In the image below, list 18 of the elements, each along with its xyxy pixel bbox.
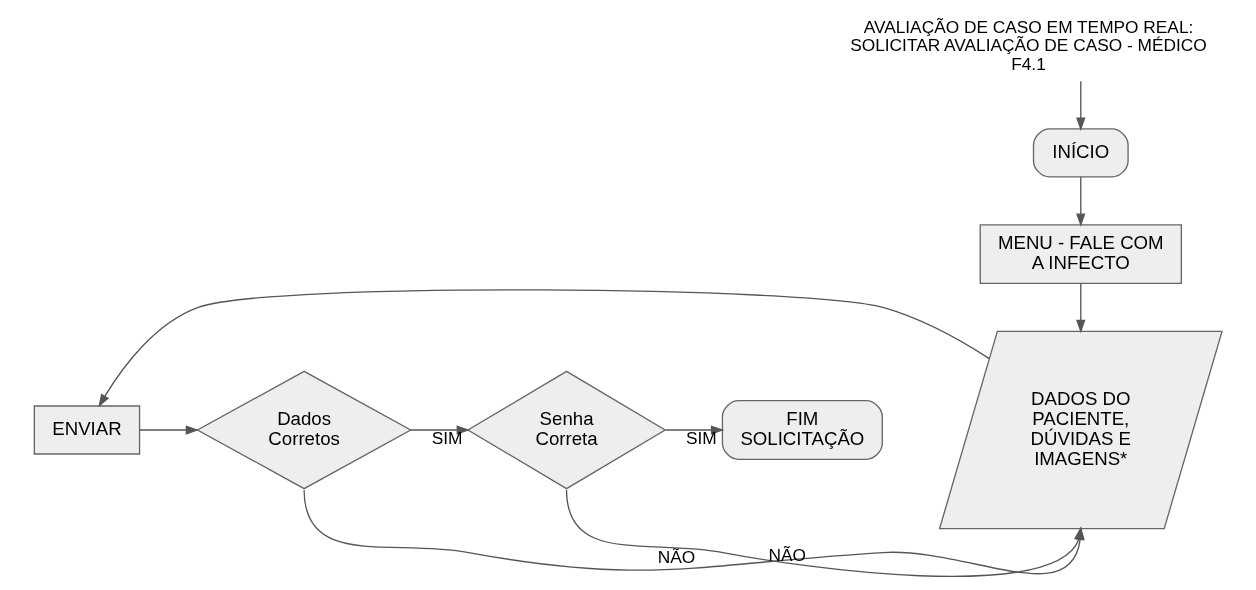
arrow: [664, 425, 725, 435]
edge-label: SIM: [431, 427, 463, 448]
arrow: [410, 425, 470, 435]
node-box: FIM SOLICITAÇÃO: [721, 400, 883, 460]
arrow: [1076, 80, 1086, 131]
node-box: INÍCIO: [1032, 128, 1129, 178]
arrow: [139, 425, 200, 435]
edge-label: NÃO: [768, 544, 806, 565]
node-diamond: Senha Correta: [466, 370, 667, 490]
arrow: [1076, 283, 1086, 334]
node-diamond: Dados Corretos: [196, 370, 413, 490]
arrow: [98, 289, 990, 408]
edge-label: NÃO: [657, 547, 696, 568]
node-box: ENVIAR: [33, 405, 141, 455]
diagram-title: AVALIAÇÃO DE CASO EM TEMPO REAL: SOLICITAR AVALIAÇÃO DE CASO - MÉDICO F4.1: [850, 16, 1207, 74]
edge-label: SIM: [685, 427, 717, 448]
arrow: [1076, 176, 1086, 227]
node-box: MENU - FALE COM A INFECTO: [979, 224, 1183, 285]
